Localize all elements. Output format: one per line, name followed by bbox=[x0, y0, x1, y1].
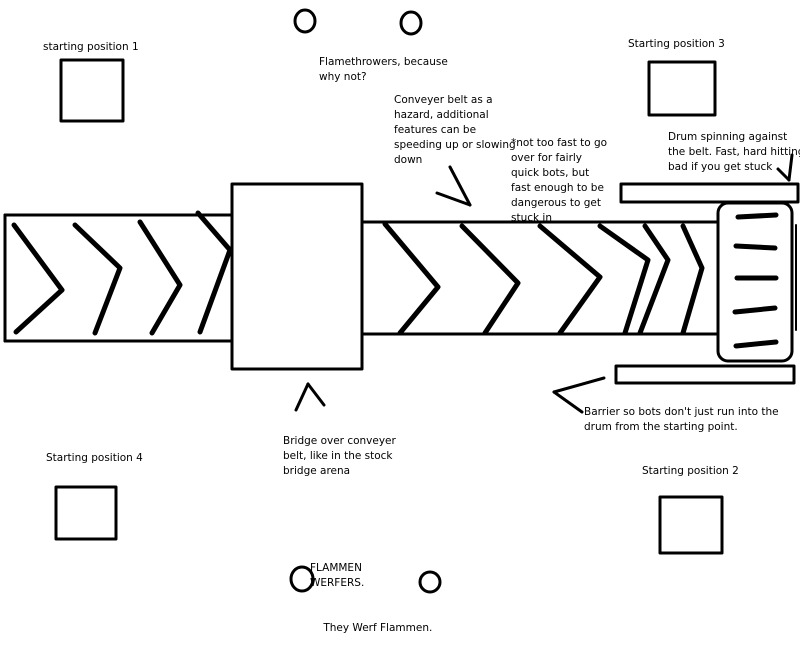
label-start-1: starting position 1 bbox=[43, 41, 139, 53]
conveyor-belt-left bbox=[3, 213, 234, 343]
start-square-4 bbox=[54, 485, 118, 541]
flamethrower-top-left bbox=[293, 8, 317, 34]
arrow-conveyor bbox=[435, 165, 472, 207]
bridge bbox=[230, 182, 364, 371]
arrow-drum bbox=[776, 153, 794, 182]
conveyor-belt-right bbox=[360, 220, 720, 336]
belt-chevrons bbox=[11, 210, 705, 336]
start-square-2 bbox=[658, 495, 724, 555]
label-start-2: Starting position 2 bbox=[642, 465, 739, 477]
flamethrower-top-right bbox=[399, 10, 423, 36]
barrier-top bbox=[619, 182, 800, 204]
label-start-4: Starting position 4 bbox=[46, 452, 143, 464]
flamethrower-bottom-right bbox=[418, 570, 442, 594]
start-square-1 bbox=[59, 58, 125, 123]
arrow-barrier bbox=[552, 376, 606, 414]
arrow-bridge bbox=[294, 382, 326, 412]
arena-diagram bbox=[3, 8, 800, 594]
label-start-3: Starting position 3 bbox=[628, 38, 725, 50]
start-square-3 bbox=[647, 60, 717, 117]
barrier-bottom bbox=[614, 364, 796, 385]
drum bbox=[716, 201, 797, 363]
flamethrower-bottom-left bbox=[289, 565, 315, 593]
